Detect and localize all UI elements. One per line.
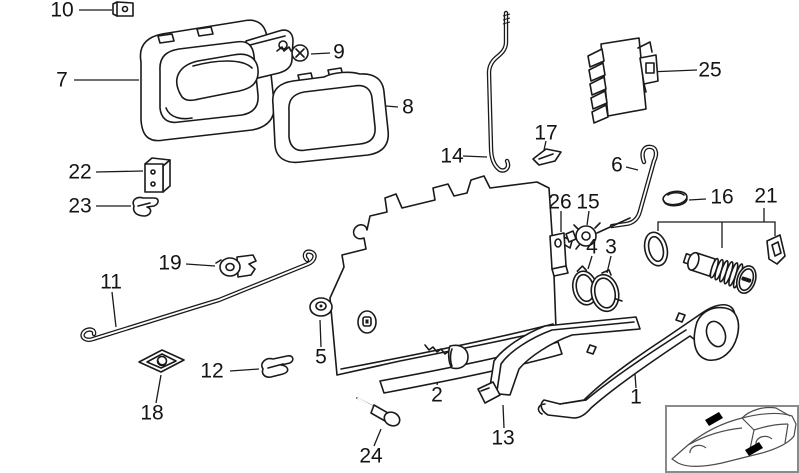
part-17-clip-drawing	[532, 148, 562, 166]
part-9-screw-drawing	[276, 44, 309, 62]
part-21-lock-cylinder-drawing	[643, 231, 786, 295]
part-7-interior-handle-drawing	[139, 19, 294, 142]
part-6-rod-drawing	[596, 144, 659, 234]
part-3-ring-drawing	[590, 269, 623, 313]
part-24-pin-drawing	[356, 397, 401, 427]
car-location-thumbnail	[665, 405, 799, 473]
part-18-plate-drawing	[138, 349, 185, 373]
leader-lines	[74, 9, 776, 447]
part-15-bushing-drawing	[565, 222, 601, 250]
part-22-block-drawing	[144, 157, 171, 193]
part-19-connector-drawing	[215, 254, 257, 278]
part-26-bracket-drawing	[549, 232, 573, 277]
part-1-exterior-handle-drawing	[537, 304, 740, 419]
part-13-gasket-drawing	[477, 316, 641, 404]
car-arrow-door-icon	[745, 442, 763, 456]
part-4-ring-drawing	[571, 265, 599, 306]
part-23-clip-drawing	[132, 196, 159, 217]
car-arrow-front-icon	[705, 412, 723, 426]
part-25-connector-block-drawing	[587, 37, 659, 124]
part-12-clip-drawing	[261, 355, 294, 378]
part-10-clip-drawing	[112, 1, 134, 17]
part-2-bolt-drawing	[424, 344, 469, 370]
part-14-rod-drawing	[486, 10, 511, 173]
part-5-grommet-drawing	[309, 297, 333, 317]
part-8-gasket-frame-drawing	[271, 67, 390, 164]
part-16-cap-drawing	[662, 190, 688, 207]
part-11-rod-drawing	[80, 249, 317, 342]
